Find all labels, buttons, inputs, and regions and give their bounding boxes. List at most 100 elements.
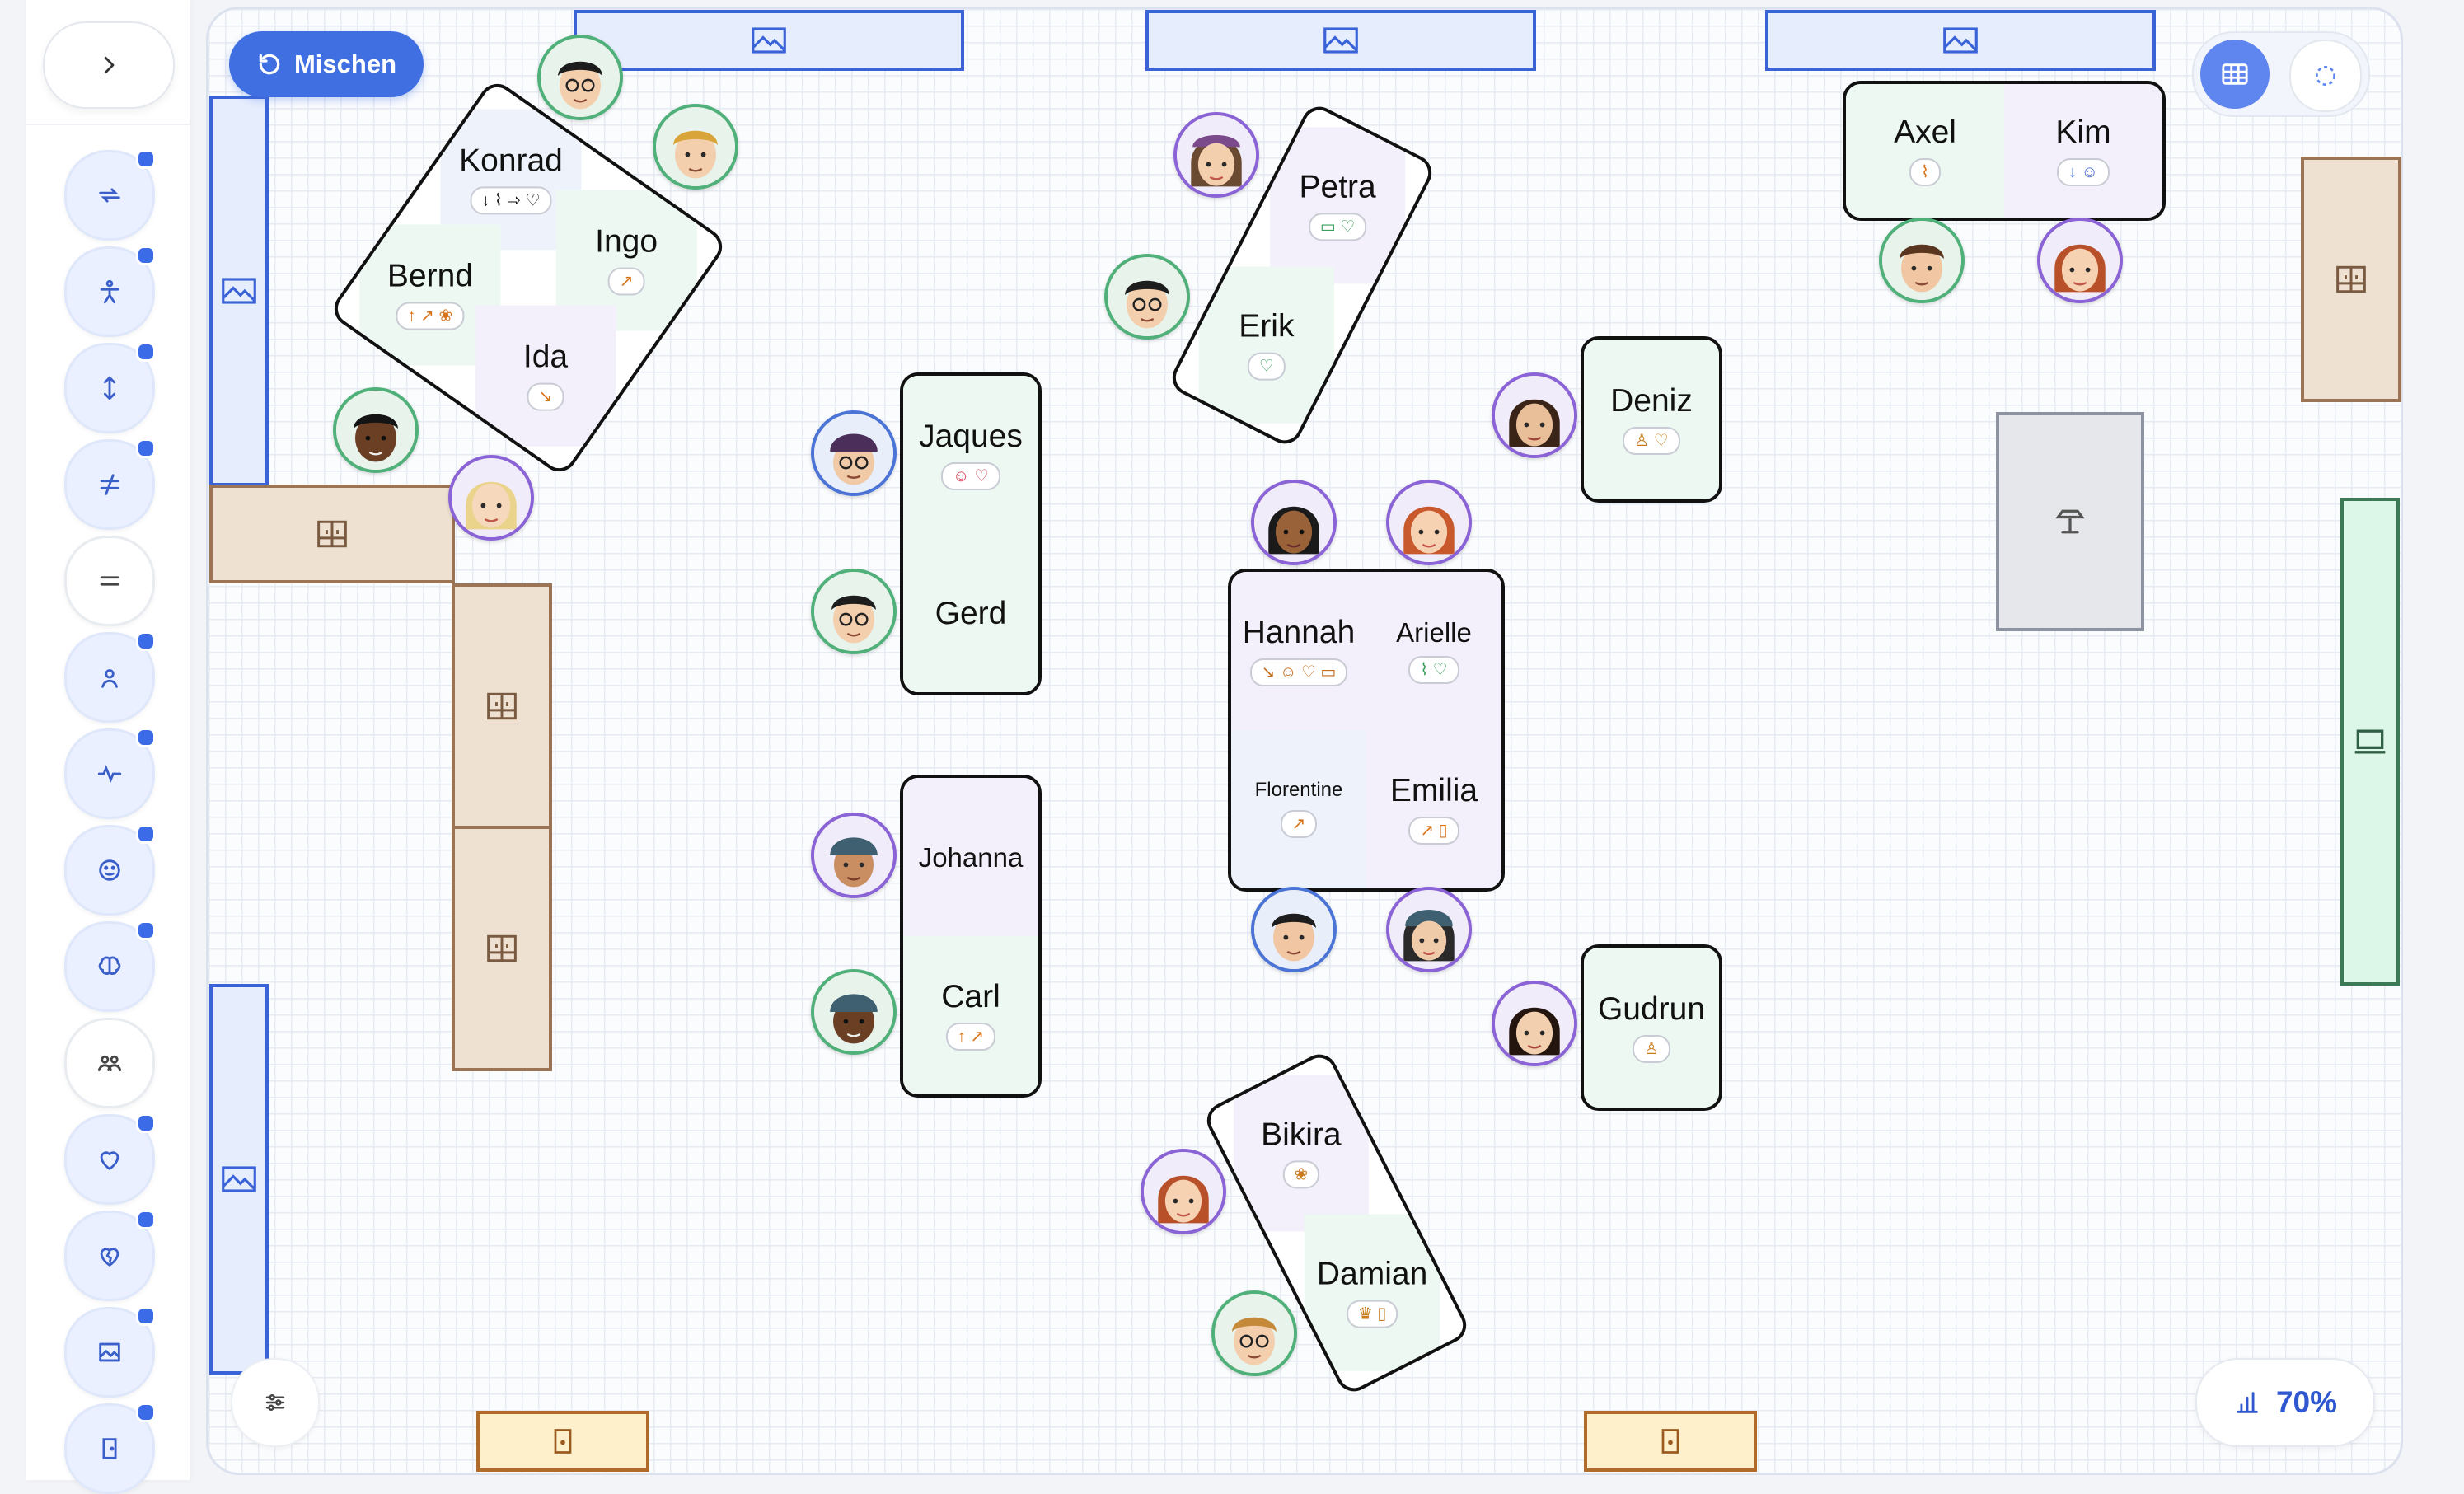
- indicator-dot: [136, 1113, 156, 1133]
- avatar-bikira[interactable]: [1141, 1149, 1226, 1234]
- desk-pair-johanna[interactable]: Johanna Carl ↑ ↗: [900, 775, 1042, 1098]
- cabinet-left[interactable]: [209, 485, 455, 583]
- swap-icon: [99, 188, 120, 203]
- avatar-deniz[interactable]: [1492, 372, 1577, 458]
- rule-swap-button[interactable]: [64, 149, 156, 241]
- rule-door-button[interactable]: [64, 1403, 156, 1494]
- door-1[interactable]: [476, 1411, 649, 1472]
- seat-hannah[interactable]: Hannah ↘ ☺ ♡ ▭: [1231, 572, 1366, 730]
- rule-face-button[interactable]: [64, 824, 156, 916]
- avatar-konrad[interactable]: [537, 35, 623, 120]
- score-value: 70%: [2275, 1385, 2338, 1419]
- desk-pair-axel[interactable]: Axel ⌇ Kim ↓ ☺: [1843, 81, 2166, 221]
- grid-view-button[interactable]: [2200, 40, 2270, 109]
- score-badge[interactable]: 70%: [2195, 1358, 2375, 1447]
- broken-heart-icon: [100, 1248, 119, 1267]
- avatar-florentine[interactable]: [1251, 887, 1337, 972]
- avatar-image: [452, 458, 531, 537]
- seat-florentine[interactable]: Florentine ↗: [1231, 730, 1366, 888]
- avatar-petra[interactable]: [1173, 112, 1259, 198]
- avatar-ida[interactable]: [448, 455, 534, 541]
- window-top-1[interactable]: [574, 10, 964, 71]
- rule-pulse-button[interactable]: [64, 728, 156, 819]
- avatar-jaques[interactable]: [811, 410, 897, 496]
- avatar-ingo[interactable]: [653, 104, 738, 190]
- group-icon: [97, 1055, 122, 1071]
- avatar-carl[interactable]: [811, 969, 897, 1055]
- avatar-johanna[interactable]: [811, 813, 897, 898]
- seat-johanna[interactable]: Johanna: [903, 778, 1038, 936]
- avatar-emilia[interactable]: [1386, 887, 1472, 972]
- settings-button[interactable]: [231, 1358, 320, 1447]
- rule-location-button[interactable]: [64, 631, 156, 723]
- cabinet-right[interactable]: [2301, 157, 2401, 402]
- desk-group-hannah[interactable]: Hannah ↘ ☺ ♡ ▭ Arielle ⌇ ♡ Florentine ↗ …: [1228, 569, 1505, 892]
- window-top-3[interactable]: [1765, 10, 2156, 71]
- student-name: Florentine: [1254, 779, 1343, 801]
- expand-sidebar-button[interactable]: [43, 21, 175, 109]
- desk-pair-jaques[interactable]: Jaques ☺ ♡ Gerd: [900, 372, 1042, 695]
- seat-bikira[interactable]: Bikira ❀: [1233, 1075, 1369, 1232]
- cabinet-middle-1[interactable]: [452, 583, 552, 829]
- seat-axel[interactable]: Axel ⌇: [1846, 84, 2004, 218]
- window-left-2[interactable]: [209, 984, 269, 1375]
- rule-brain-button[interactable]: [64, 920, 156, 1012]
- rule-broken-heart-button[interactable]: [64, 1210, 156, 1301]
- window-left-1[interactable]: [209, 96, 269, 486]
- door-2[interactable]: [1584, 1411, 1757, 1472]
- blackboard[interactable]: [2340, 498, 2400, 986]
- shuffle-label: Mischen: [293, 49, 397, 78]
- rule-heart-button[interactable]: [64, 1113, 156, 1205]
- brain-icon: [98, 956, 121, 975]
- rule-group-button[interactable]: [64, 1018, 155, 1108]
- person-icon: [100, 279, 119, 304]
- rule-window-button[interactable]: [64, 1306, 156, 1398]
- student-tags: ♛ ▯: [1346, 1300, 1398, 1328]
- seat-petra[interactable]: Petra ▭ ♡: [1270, 127, 1406, 284]
- rule-person-button[interactable]: [64, 246, 156, 337]
- desk-single-deniz[interactable]: Deniz ♙ ♡: [1581, 336, 1722, 503]
- seat-erik[interactable]: Erik ♡: [1198, 266, 1334, 424]
- indicator-dot: [136, 149, 156, 169]
- avatar-image: [814, 414, 893, 493]
- cabinet-middle-2[interactable]: [452, 826, 552, 1071]
- cabinet-icon: [2336, 265, 2366, 293]
- student-name: Damian: [1316, 1256, 1428, 1292]
- avatar-axel[interactable]: [1879, 218, 1965, 303]
- rule-equals-button[interactable]: [64, 536, 155, 626]
- window-icon: [222, 1166, 256, 1192]
- indicator-dot: [136, 728, 156, 747]
- avatar-kim[interactable]: [2037, 218, 2123, 303]
- seat-carl[interactable]: Carl ↑ ↗: [903, 936, 1038, 1094]
- indicator-dot: [136, 824, 156, 844]
- seat-ida[interactable]: Ida ↘: [475, 305, 616, 447]
- student-tags: ↓ ☺: [2057, 157, 2110, 186]
- seat-jaques[interactable]: Jaques ☺ ♡: [903, 376, 1038, 534]
- seat-kim[interactable]: Kim ↓ ☺: [2004, 84, 2162, 218]
- seat-damian[interactable]: Damian ♛ ▯: [1305, 1214, 1440, 1371]
- rule-not-equal-button[interactable]: [64, 438, 156, 530]
- avatar-image: [1254, 483, 1333, 562]
- seat-gudrun[interactable]: Gudrun ♙: [1584, 948, 1719, 1108]
- rule-vertical-button[interactable]: [64, 342, 156, 433]
- window-top-2[interactable]: [1145, 10, 1536, 71]
- cabinet-icon: [487, 692, 517, 720]
- teacher-desk[interactable]: [1996, 412, 2144, 631]
- avatar-image: [1389, 483, 1469, 562]
- avatar-erik[interactable]: [1104, 254, 1190, 340]
- avatar-damian[interactable]: [1211, 1290, 1297, 1376]
- desk-single-gudrun[interactable]: Gudrun ♙: [1581, 944, 1722, 1111]
- avatar-hannah[interactable]: [1251, 480, 1337, 565]
- seat-emilia[interactable]: Emilia ↗ ▯: [1366, 730, 1501, 888]
- avatar-bernd[interactable]: [333, 387, 419, 473]
- seat-deniz[interactable]: Deniz ♙ ♡: [1584, 340, 1719, 499]
- avatar-gudrun[interactable]: [1492, 981, 1577, 1066]
- free-view-button[interactable]: [2289, 40, 2362, 112]
- avatar-image: [1495, 376, 1574, 455]
- refresh-icon: [259, 54, 280, 75]
- avatar-gerd[interactable]: [811, 569, 897, 654]
- shuffle-button[interactable]: Mischen: [229, 31, 424, 97]
- seat-arielle[interactable]: Arielle ⌇ ♡: [1366, 572, 1501, 730]
- avatar-arielle[interactable]: [1386, 480, 1472, 565]
- seat-gerd[interactable]: Gerd: [903, 534, 1038, 692]
